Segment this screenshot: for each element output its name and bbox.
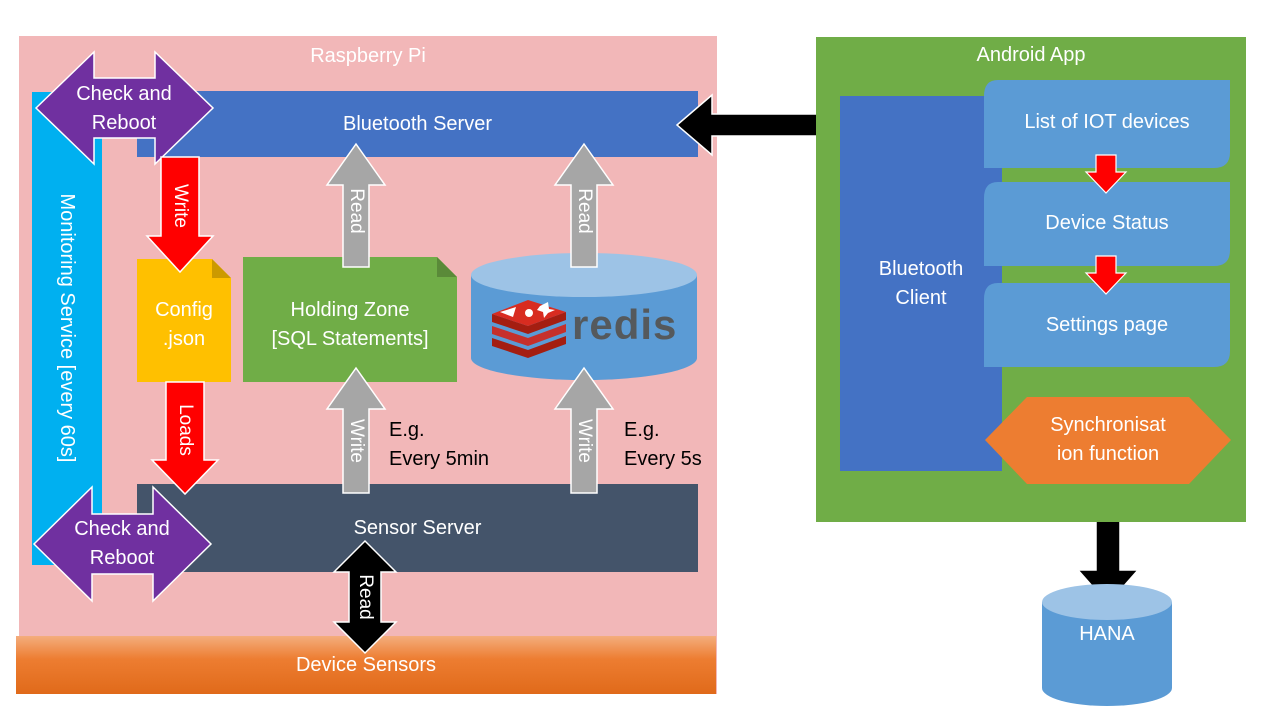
list-iot-label: List of IOT devices	[1024, 111, 1190, 133]
check-reboot-top-arrow	[34, 50, 215, 166]
read-arrow-sensors	[332, 539, 398, 655]
monitoring-service-bar	[32, 92, 102, 565]
settings-page-box	[984, 283, 1230, 367]
bluetooth-client-line2: Client	[895, 287, 947, 309]
check-reboot-bottom-line1: Check and	[74, 518, 170, 540]
redis-interval-line1: E.g.	[624, 419, 660, 441]
check-reboot-top-line2: Reboot	[91, 112, 157, 134]
holding-zone-label-line2: [SQL Statements]	[271, 328, 429, 350]
loads-arrow-red	[150, 381, 220, 496]
config-label-line1: Config	[155, 299, 213, 321]
android-app-title: Android App	[976, 44, 1086, 66]
check-reboot-bottom-arrow	[32, 485, 213, 603]
holding-zone-label-line1: Holding Zone	[290, 299, 410, 321]
sync-function-line2: ion function	[1056, 443, 1160, 465]
hana-database	[1042, 602, 1172, 706]
sensor-server: Sensor Server	[137, 484, 698, 572]
device-status-box	[984, 182, 1230, 266]
bluetooth-server: Bluetooth Server	[137, 91, 698, 157]
device-status-label: Device Status	[1045, 212, 1169, 234]
check-reboot-top-line1: Check and	[76, 83, 172, 105]
sensor-server-label: Sensor Server	[353, 516, 482, 539]
device-flow-arrow-2	[1084, 255, 1128, 295]
bluetooth-client	[840, 96, 1002, 471]
redis-interval-line2: Every 5s	[624, 448, 702, 470]
write-arrow-red	[145, 156, 215, 274]
write-arrow-holding	[325, 366, 387, 494]
redis-logo-text: redis	[572, 301, 678, 348]
read-arrow-holding	[325, 142, 387, 268]
sync-function-hexagon	[985, 397, 1231, 484]
holding-interval-line1: E.g.	[389, 419, 425, 441]
device-flow-arrow-1	[1084, 154, 1128, 194]
sync-function-line1: Synchronisat	[1050, 414, 1166, 436]
read-arrow-redis	[553, 142, 615, 268]
check-reboot-bottom-line2: Reboot	[89, 547, 155, 569]
bluetooth-client-line1: Bluetooth	[878, 258, 964, 280]
holding-interval-line2: Every 5min	[389, 448, 490, 470]
bluetooth-server-label: Bluetooth Server	[343, 112, 492, 135]
raspberry-pi-title: Raspberry Pi	[310, 45, 426, 67]
list-iot-box	[984, 80, 1230, 168]
device-sensors-label: Device Sensors	[295, 653, 437, 676]
write-arrow-redis	[553, 366, 615, 494]
hana-label: HANA	[1079, 623, 1135, 645]
settings-page-label: Settings page	[1045, 314, 1169, 336]
redis-logo-icon	[492, 300, 566, 358]
config-label-line2: .json	[162, 328, 206, 350]
